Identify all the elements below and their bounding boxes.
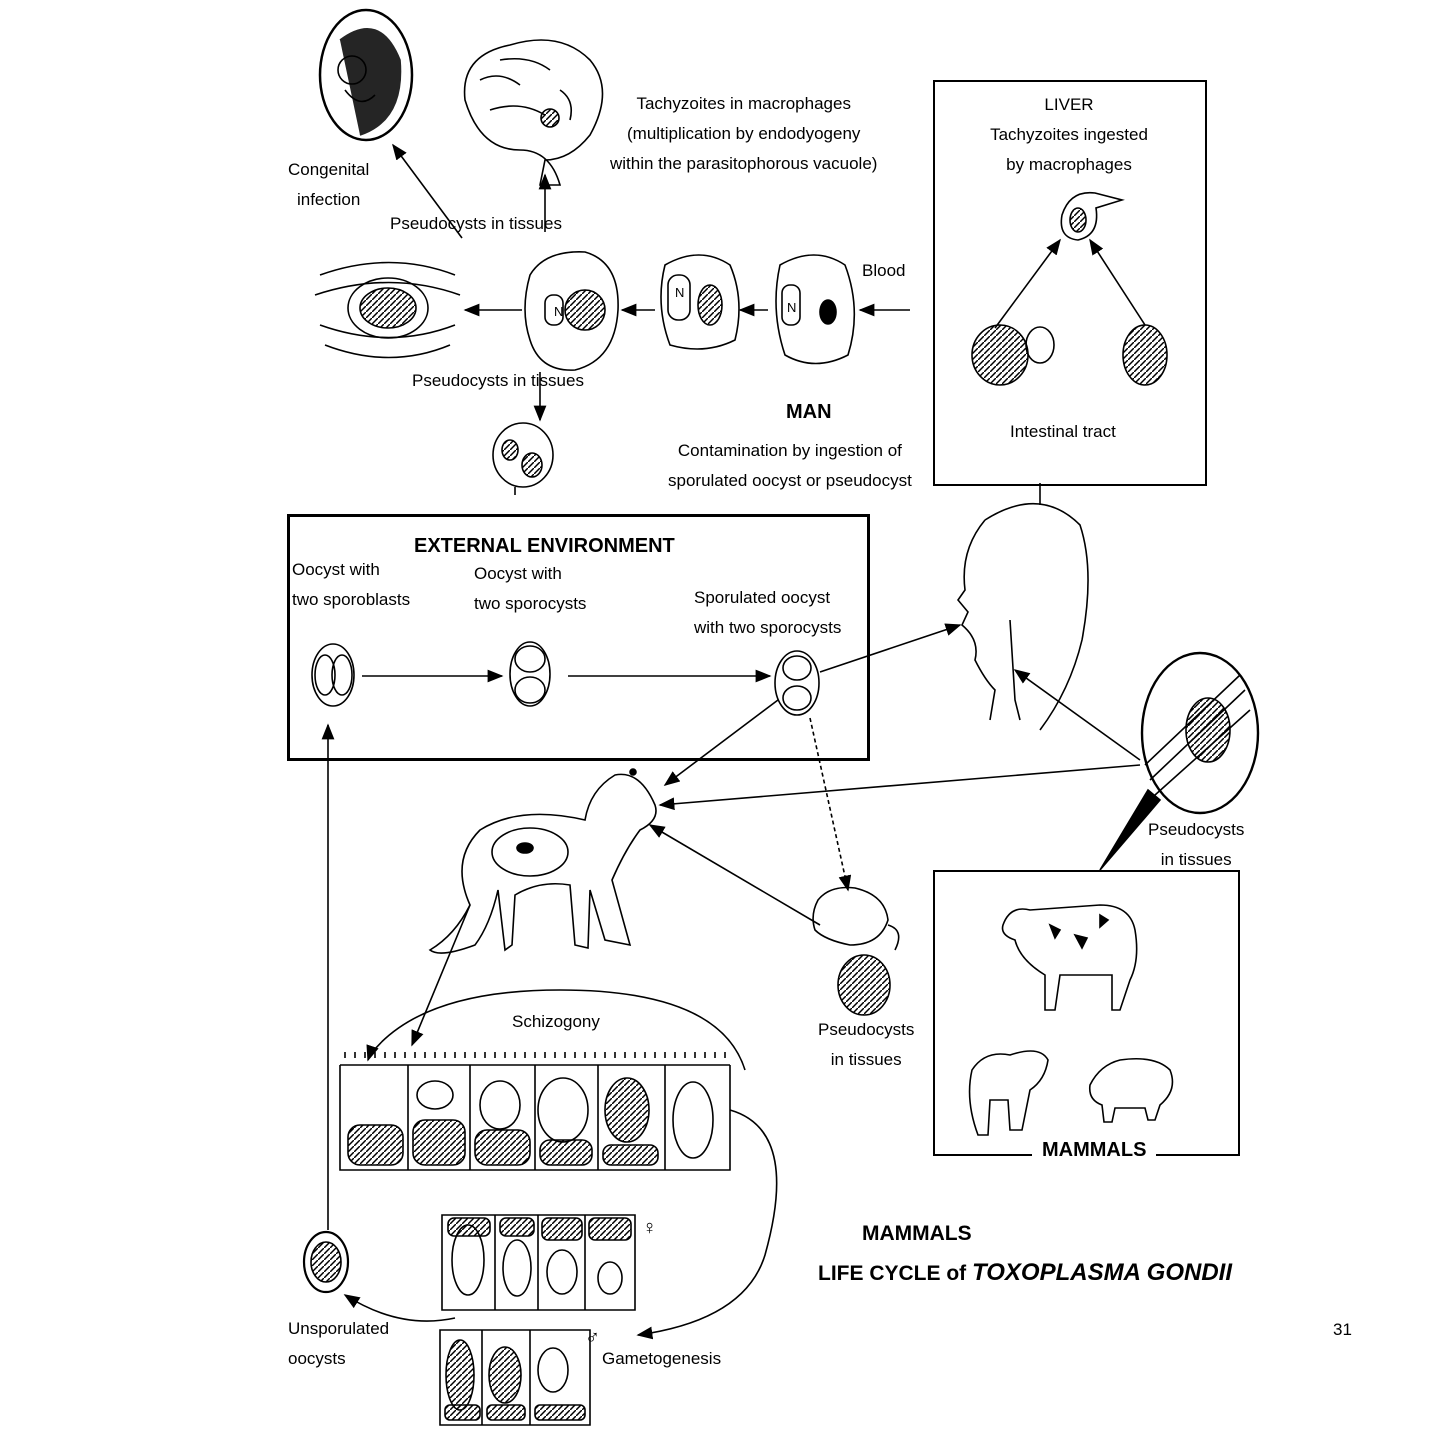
nucleus-label-2: N — [675, 285, 684, 300]
oocyst-two-sporocysts — [509, 641, 551, 707]
female-symbol: ♀ — [642, 1217, 657, 1239]
tissue-pseudocyst-illustration — [314, 261, 461, 359]
page-number: 31 — [1333, 1320, 1352, 1339]
pseudocysts-label-bottom: Pseudocysts in tissues — [412, 371, 584, 390]
sheep-illustration — [968, 1050, 1049, 1136]
gametogenesis-label: Gametogenesis — [602, 1349, 722, 1368]
pseudocysts-label-top: Pseudocysts in tissues — [390, 214, 562, 233]
host-cell-infected — [775, 254, 856, 365]
intestinal-tract-label: Intestinal tract — [1010, 422, 1116, 441]
schizogony-label: Schizogony — [512, 1012, 600, 1031]
mammals-box-label: MAMMALS — [1032, 1135, 1157, 1165]
title-prefix: LIFE CYCLE of — [818, 1262, 972, 1285]
sporulated-oocyst — [774, 650, 820, 716]
stage2-label: Oocyst with two sporocysts — [474, 564, 587, 613]
external-environment-box — [287, 514, 870, 761]
man-heading: MAN — [786, 401, 832, 423]
liver-macrophage — [1060, 191, 1125, 241]
human-head-illustration — [956, 502, 1089, 731]
intestinal-cells — [971, 324, 1168, 386]
fetus-illustration — [318, 8, 414, 142]
mouse-illustration — [812, 886, 900, 1016]
liver-box — [933, 80, 1207, 486]
gametogenesis-epithelium — [439, 1214, 636, 1426]
male-symbol: ♂ — [585, 1327, 600, 1349]
macrophage-illustration — [492, 422, 554, 495]
tachyzoites-label: Tachyzoites in macrophages (multiplicati… — [610, 94, 878, 173]
mouse-pseudocysts-label: Pseudocysts in tissues — [818, 1020, 915, 1069]
oocyst-two-sporoblasts — [311, 643, 355, 707]
nucleus-label-1: N — [554, 304, 563, 319]
title-line1: MAMMALS — [862, 1222, 972, 1245]
unsporulated-oocyst — [302, 1230, 350, 1294]
liver-heading: LIVER — [1044, 95, 1094, 114]
cat-illustration — [428, 768, 657, 954]
pig-illustration — [1088, 1057, 1174, 1123]
mammals-box — [933, 870, 1240, 1156]
muscle-pseudocyst-illustration — [1099, 651, 1260, 871]
host-cell-dividing — [660, 254, 740, 350]
title-species: TOXOPLASMA GONDII — [972, 1259, 1233, 1286]
title-line2: LIFE CYCLE of TOXOPLASMA GONDII — [818, 1258, 1232, 1289]
stage3-label: Sporulated oocyst with two sporocysts — [694, 588, 842, 637]
external-environment-heading: EXTERNAL ENVIRONMENT — [414, 535, 675, 557]
liver-text: Tachyzoites ingested by macrophages — [990, 125, 1148, 174]
cow-illustration — [1001, 904, 1138, 1011]
blood-label: Blood — [862, 261, 906, 280]
unsporulated-oocysts-label: Unsporulated oocysts — [288, 1319, 390, 1368]
host-cell-with-pseudocyst — [524, 251, 619, 371]
schizogony-epithelium — [339, 1052, 731, 1171]
mammal-pseudocysts-label: Pseudocysts in tissues — [1148, 820, 1245, 869]
nucleus-label-3: N — [787, 300, 796, 315]
stage1-label: Oocyst with two sporoblasts — [292, 560, 411, 609]
contamination-label: Contamination by ingestion of sporulated… — [668, 441, 912, 490]
congenital-infection-label: Congenital infection — [288, 160, 370, 209]
brain-illustration — [463, 39, 604, 186]
